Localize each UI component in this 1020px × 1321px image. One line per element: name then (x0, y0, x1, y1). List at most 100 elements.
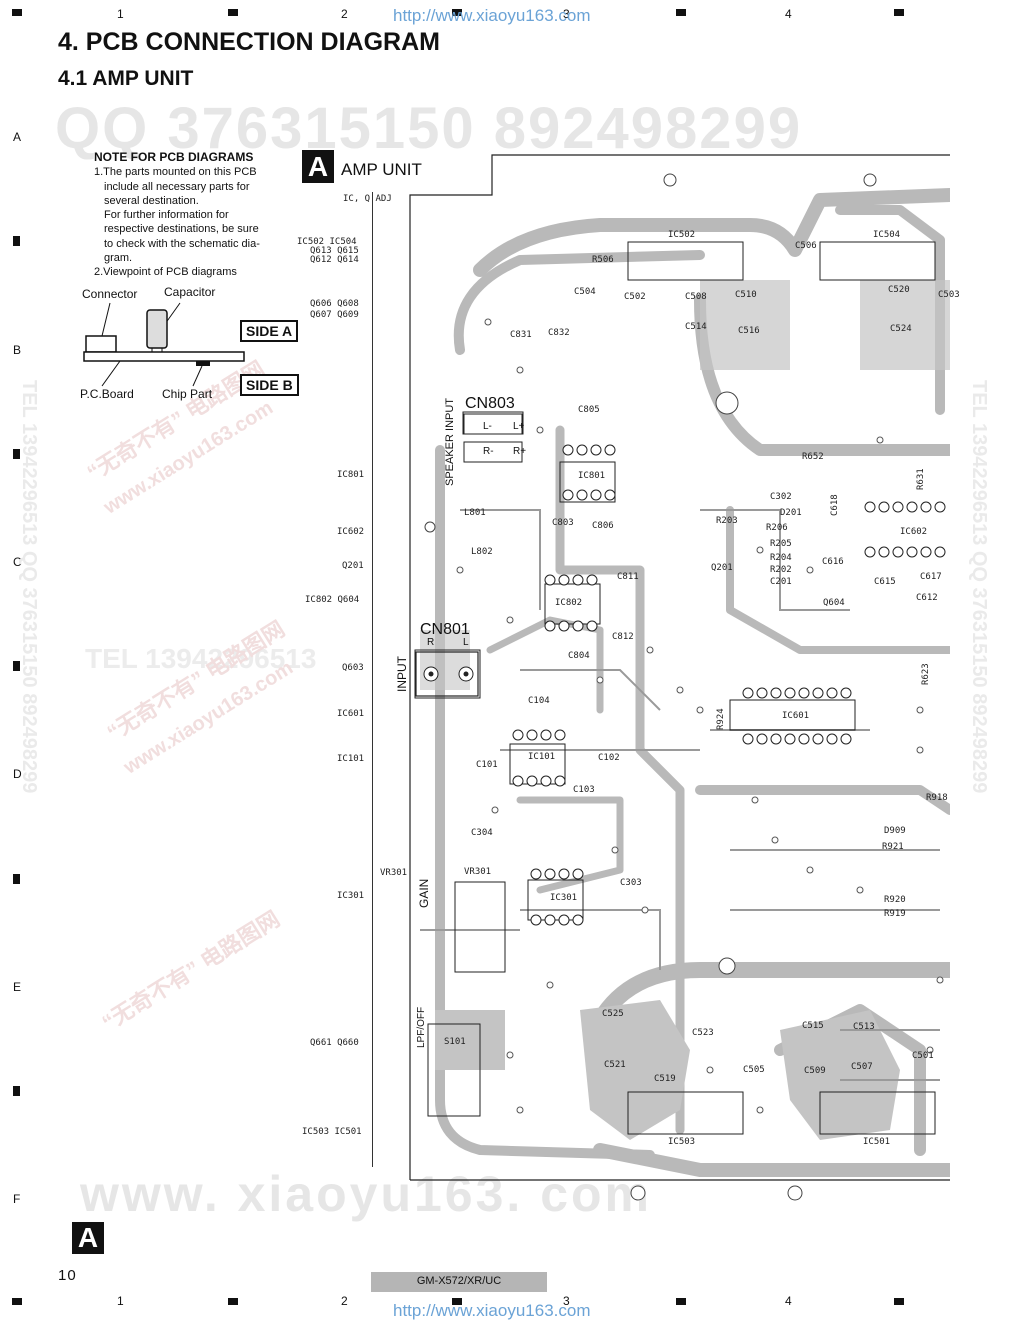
part-label: C104 (528, 696, 550, 706)
ref-item: Q612 Q614 (310, 255, 359, 265)
url-bottom[interactable]: http://www.xiaoyu163.com (393, 1301, 591, 1320)
part-label: R623 (921, 663, 931, 685)
grid-row-f: F (13, 1192, 21, 1206)
viewpoint-diagram (83, 302, 245, 387)
ref-item: Q607 Q609 (310, 310, 359, 320)
ref-item: IC602 (337, 527, 365, 537)
part-label: C502 (624, 292, 646, 302)
part-label: R918 (926, 793, 948, 803)
part-label: C513 (853, 1022, 875, 1032)
part-label: Q201 (711, 563, 733, 573)
part-label: C618 (830, 494, 840, 516)
footer-badge: A (72, 1222, 104, 1254)
part-label: Q604 (823, 598, 845, 608)
part-label: C803 (552, 518, 574, 528)
part-label: R921 (882, 842, 904, 852)
cn801-label: CN801 (420, 621, 470, 638)
side-a-label: SIDE A (240, 320, 299, 342)
part-label: D909 (884, 826, 906, 836)
part-label: IC504 (873, 230, 901, 240)
part-label: R205 (770, 539, 792, 549)
ref-item: IC801 (337, 470, 365, 480)
cn803-l-plus: L+ (513, 421, 525, 432)
part-label: IC503 (668, 1137, 696, 1147)
pcb-note: NOTE FOR PCB DIAGRAMS 1.The parts mounte… (94, 150, 294, 280)
grid-col-2-bottom: 2 (341, 1294, 348, 1308)
part-label: IC802 (555, 598, 583, 608)
lpf-label: LPF/OFF (416, 1006, 427, 1048)
grid-col-1-bottom: 1 (117, 1294, 124, 1308)
part-label: C510 (735, 290, 757, 300)
part-label: C102 (598, 753, 620, 763)
part-label: C832 (548, 328, 570, 338)
ref-item: Q661 Q660 (310, 1038, 359, 1048)
note-line: gram. (104, 252, 133, 265)
part-label: C612 (916, 593, 938, 603)
part-label: C101 (476, 760, 498, 770)
part-label: L801 (464, 508, 486, 518)
part-label: S101 (444, 1037, 466, 1047)
part-label: IC101 (528, 752, 556, 762)
part-label: C831 (510, 330, 532, 340)
board-label: P.C.Board (80, 387, 134, 401)
part-label: C504 (574, 287, 596, 297)
ref-item: Q613 Q615 (310, 246, 359, 256)
part-label: C201 (770, 577, 792, 587)
watermark-side-right: TEL 13942296513 QQ 376315150 892498299 (968, 380, 990, 794)
grid-row-a: A (13, 130, 22, 144)
part-label: C507 (851, 1062, 873, 1072)
part-label: C525 (602, 1009, 624, 1019)
cn803-label: CN803 (465, 395, 515, 412)
grid-col-1: 1 (117, 7, 124, 21)
part-label: C521 (604, 1060, 626, 1070)
part-label: C615 (874, 577, 896, 587)
cn803-l-minus: L- (483, 421, 492, 432)
note-heading: NOTE FOR PCB DIAGRAMS (94, 150, 254, 164)
part-label: D201 (780, 508, 802, 518)
note-line: include all necessary parts for (104, 180, 250, 193)
part-label: R631 (916, 468, 926, 490)
grid-col-3-bottom: 3 (563, 1294, 570, 1308)
cn801-r: R (427, 637, 435, 648)
part-label: IC801 (578, 471, 606, 481)
ref-item: Q606 Q608 (310, 299, 359, 309)
ref-item: Q603 (342, 663, 364, 673)
part-label: C515 (802, 1021, 824, 1031)
watermark-side-left: TEL 13942296513 QQ 376315150 892498299 (18, 380, 40, 794)
url-top[interactable]: http://www.xiaoyu163.com (393, 6, 591, 25)
grid-row-b: B (13, 343, 22, 357)
grid-col-4-bottom: 4 (785, 1294, 792, 1308)
part-label: C303 (620, 878, 642, 888)
grid-row-e: E (13, 980, 22, 994)
note-line: For further information for (104, 209, 229, 222)
part-label: IC502 (668, 230, 696, 240)
watermark-site: www. xiaoyu163. com (80, 1166, 653, 1222)
part-label: R924 (716, 708, 726, 730)
cn801-l: L (463, 637, 469, 648)
note-line: respective destinations, be sure (104, 223, 259, 236)
grid-row-d: D (13, 767, 22, 781)
part-label: C103 (573, 785, 595, 795)
part-label: C304 (471, 828, 493, 838)
part-label: R206 (766, 523, 788, 533)
watermark-qq: QQ 376315150 892498299 (55, 96, 803, 161)
part-label: C523 (692, 1028, 714, 1038)
watermark-cn-3: “无奇不有” 电路图网 (97, 906, 285, 1036)
grid-row-c: C (13, 555, 22, 569)
capacitor-label: Capacitor (164, 285, 216, 299)
part-label: IC501 (863, 1137, 891, 1147)
ref-header: IC, Q ADJ (343, 194, 392, 204)
part-label: C514 (685, 322, 707, 332)
grid-col-3: 3 (563, 7, 570, 21)
side-b-label: SIDE B (240, 374, 299, 396)
part-label: IC601 (782, 711, 810, 721)
unit-badge: A (302, 150, 334, 183)
part-label: IC301 (550, 893, 578, 903)
ref-item: IC502 IC504 (297, 237, 357, 247)
ref-item: IC503 IC501 (302, 1127, 362, 1137)
ref-item: Q201 (342, 561, 364, 571)
ref-item: VR301 (380, 868, 408, 878)
part-label: R202 (770, 565, 792, 575)
part-label: C508 (685, 292, 707, 302)
ref-item: IC802 Q604 (305, 595, 360, 605)
